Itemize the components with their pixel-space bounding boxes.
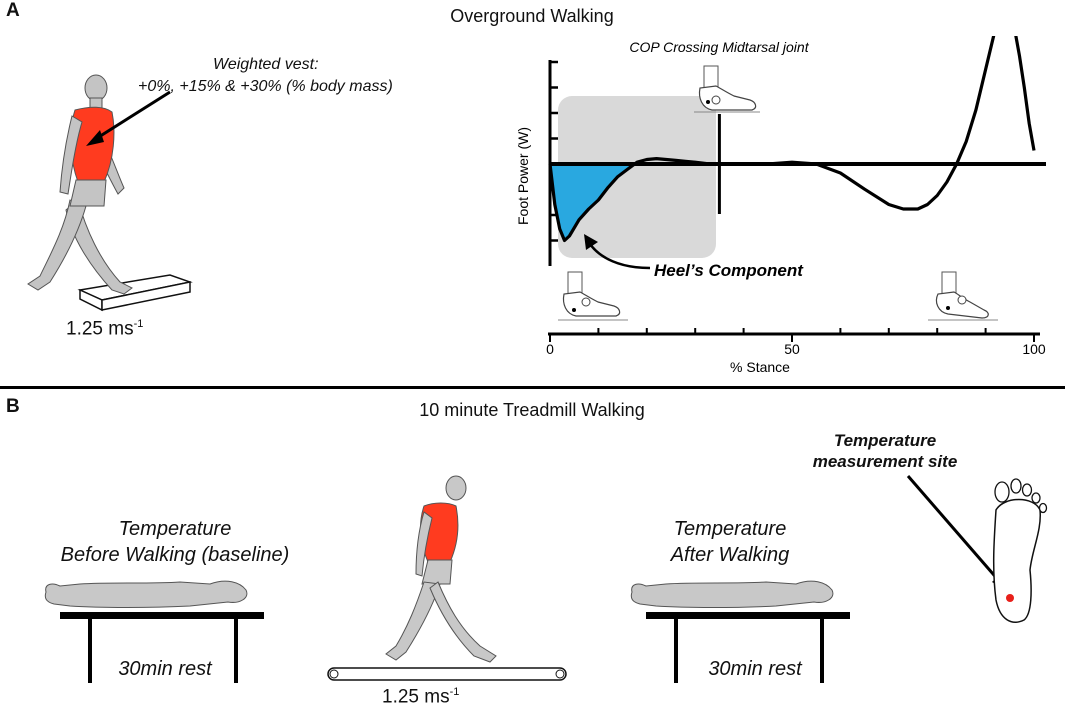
- chart-title: COP Crossing Midtarsal joint: [629, 39, 809, 55]
- speed-exponent: -1: [133, 318, 144, 330]
- rest-label-left: 30min rest: [118, 658, 212, 680]
- annotation-arrow: [588, 243, 651, 270]
- speed-value: 1.25 ms: [66, 318, 134, 340]
- before-caption-line2: Before Walking (baseline): [60, 544, 290, 566]
- before-caption-line1: Temperature: [118, 518, 232, 540]
- x-tick-label-0: 0: [546, 341, 554, 357]
- before-caption: Temperature Before Walking (baseline): [40, 516, 310, 568]
- x-axis-label: % Stance: [730, 359, 790, 375]
- foot-icon-midtarsal: [694, 65, 760, 113]
- resting-person-table-after: [630, 580, 850, 683]
- panel-a-letter: A: [6, 0, 20, 21]
- foot-power-curve: [548, 36, 1036, 243]
- annotation-arrowhead: [584, 234, 598, 250]
- measurement-site-line2: measurement site: [812, 452, 958, 471]
- treadmill-walker-figure: [327, 475, 567, 681]
- treadmill-speed-label: 1.25 ms-1: [382, 682, 459, 707]
- heel-component-fill: [550, 164, 638, 241]
- after-caption-line2: After Walking: [670, 544, 790, 566]
- treadmill-speed-exponent: -1: [449, 686, 460, 698]
- force-plate-speed-label: 1.25 ms-1: [66, 318, 143, 340]
- after-caption: Temperature After Walking: [630, 516, 830, 568]
- heel-component-annotation: Heel’s Component: [654, 261, 804, 280]
- y-axis-label: Foot Power (W): [515, 127, 531, 225]
- walking-person-force-plate-figure: [27, 74, 193, 312]
- rest-label-right: 30min rest: [708, 658, 802, 680]
- vest-label-line1: Weighted vest:: [213, 56, 319, 73]
- x-axis-ticks: [549, 328, 1035, 342]
- foot-power-chart: COP Crossing Midtarsal joint Foot Power …: [515, 36, 1046, 375]
- panel-a-title: Overground Walking: [450, 6, 614, 26]
- vest-label-line2: +0%, +15% & +30% (% body mass): [138, 78, 393, 95]
- x-tick-label-100: 100: [1022, 341, 1046, 357]
- heel-region-shade: [558, 96, 716, 258]
- panel-b-letter: B: [6, 396, 20, 417]
- x-tick-label-50: 50: [784, 341, 800, 357]
- foot-icon-toeoff: [928, 271, 998, 321]
- foot-sole-figure: [906, 475, 1048, 623]
- resting-person-table-before: [44, 580, 264, 683]
- measurement-site-line1: Temperature: [833, 431, 937, 450]
- after-caption-line1: Temperature: [673, 518, 787, 540]
- treadmill-speed-value: 1.25 ms: [382, 686, 450, 707]
- measurement-site-label: Temperature measurement site: [800, 430, 970, 472]
- panel-divider: [0, 386, 1065, 389]
- measurement-site-dot: [1006, 594, 1014, 602]
- panel-b-title: 10 minute Treadmill Walking: [419, 400, 645, 420]
- foot-icon-heelstrike: [558, 271, 628, 321]
